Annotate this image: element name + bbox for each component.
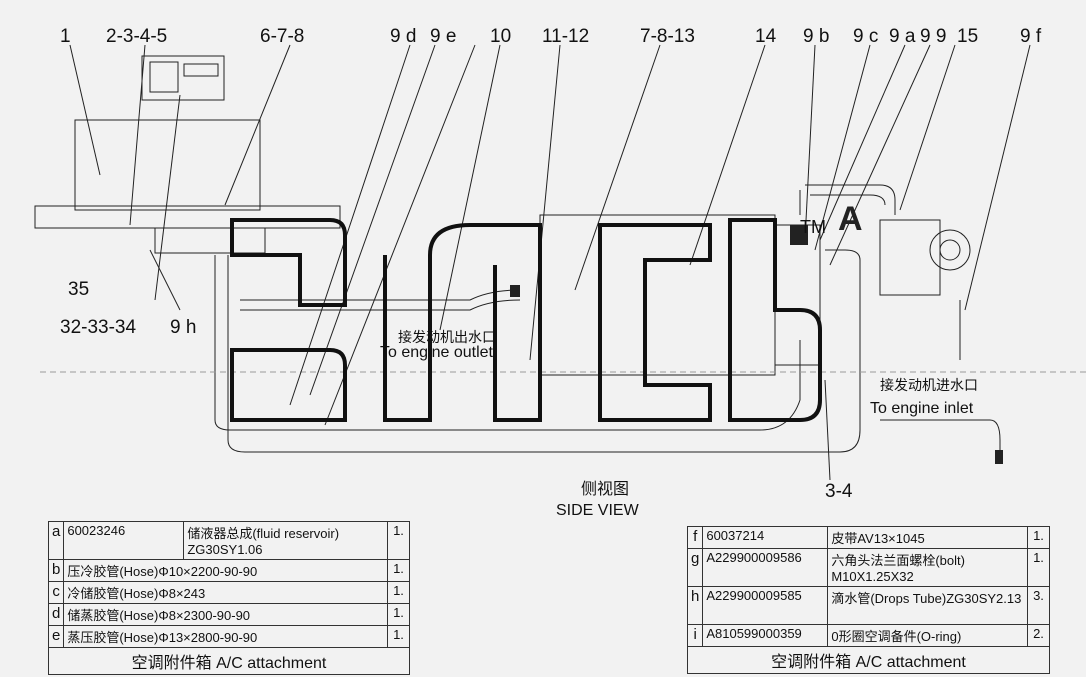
- table-row: a 60023246 储液器总成(fluid reservoir) ZG30SY…: [47, 521, 410, 560]
- row-qty: 1.: [387, 603, 410, 626]
- row-desc: 储液器总成(fluid reservoir) ZG30SY1.06: [183, 521, 388, 560]
- parts-table-left: a 60023246 储液器总成(fluid reservoir) ZG30SY…: [47, 521, 410, 675]
- row-key: h: [686, 586, 704, 625]
- callout-1: 1: [60, 26, 71, 47]
- row-code: 60023246: [63, 521, 185, 560]
- table-footer-label: 空调附件箱 A/C attachment: [48, 647, 410, 675]
- outlet-label-cn: 接发动机出水口: [398, 329, 496, 345]
- callout-2-3-4-5: 2-3-4-5: [106, 26, 168, 47]
- watermark-shape-1: [230, 218, 347, 307]
- row-qty: 1.: [387, 521, 410, 560]
- watermark-A: A: [838, 200, 863, 238]
- table-row: i A810599000359 0形圈空调备件(O-ring) 2.: [686, 624, 1050, 647]
- view-title-en: SIDE VIEW: [556, 502, 639, 519]
- table-footer: 空调附件箱 A/C attachment: [687, 646, 1050, 674]
- row-key: f: [686, 526, 704, 549]
- row-key: i: [686, 624, 704, 647]
- row-code: A229900009586: [702, 548, 829, 587]
- view-title-cn: 侧视图: [581, 481, 630, 498]
- watermark-shape-2: [383, 223, 542, 422]
- watermark-shape-4: [728, 218, 822, 422]
- callout-32-33-34: 32-33-34: [60, 317, 137, 338]
- callout-15: 15: [957, 26, 979, 47]
- callout-14: 14: [755, 26, 777, 47]
- row-qty: 1.: [1027, 548, 1050, 587]
- row-qty: 1.: [1027, 526, 1050, 549]
- row-key: e: [47, 625, 65, 648]
- row-desc: 0形圈空调备件(O-ring): [827, 624, 1028, 647]
- row-code: A810599000359: [702, 624, 829, 647]
- callout-9a: 9 a: [889, 26, 916, 47]
- table-footer: 空调附件箱 A/C attachment: [48, 647, 410, 675]
- row-key: b: [47, 559, 65, 582]
- row-desc: 储蒸胶管(Hose)Φ8×2300-90-90: [63, 603, 388, 626]
- row-code: A229900009585: [702, 586, 829, 625]
- table-row: h A229900009585 滴水管(Drops Tube)ZG30SY2.1…: [686, 586, 1050, 625]
- watermark-shape-3: [598, 223, 712, 422]
- callout-7-8-13: 7-8-13: [640, 26, 695, 47]
- mounting-plate: [34, 205, 341, 229]
- callout-9d: 9 d: [390, 26, 417, 47]
- row-qty: 3.: [1027, 586, 1050, 625]
- row-desc: 蒸压胶管(Hose)Φ13×2800-90-90: [63, 625, 388, 648]
- water-hose: [880, 419, 1001, 460]
- row-desc: 冷储胶管(Hose)Φ8×243: [63, 581, 388, 604]
- condenser-box: [539, 214, 776, 376]
- callout-9f: 9 f: [1020, 26, 1042, 47]
- row-key: d: [47, 603, 65, 626]
- row-key: a: [47, 521, 65, 560]
- inlet-label-cn: 接发动机进水口: [880, 377, 978, 393]
- row-key: g: [686, 548, 704, 587]
- row-desc: 六角头法兰面螺栓(bolt) M10X1.25X32: [827, 548, 1028, 587]
- row-qty: 2.: [1027, 624, 1050, 647]
- lower-housing: [154, 227, 266, 254]
- row-qty: 1.: [387, 581, 410, 604]
- parts-table-right: f 60037214 皮带AV13×1045 1. g A22990000958…: [686, 526, 1050, 674]
- row-qty: 1.: [387, 559, 410, 582]
- callout-9e: 9 e: [430, 26, 457, 47]
- table-row: d 储蒸胶管(Hose)Φ8×2300-90-90 1.: [47, 603, 410, 626]
- evaporator-unit: [74, 119, 261, 211]
- row-desc: 压冷胶管(Hose)Φ10×2200-90-90: [63, 559, 388, 582]
- outlet-label-en: To engine outlet: [380, 344, 493, 361]
- callout-6-7-8: 6-7-8: [260, 26, 305, 47]
- table-row: f 60037214 皮带AV13×1045 1.: [686, 526, 1050, 549]
- row-qty: 1.: [387, 625, 410, 648]
- callout-9c: 9 c: [853, 26, 879, 47]
- table-row: e 蒸压胶管(Hose)Φ13×2800-90-90 1.: [47, 625, 410, 648]
- hose-run-3: [240, 289, 521, 301]
- hose-run-2: [227, 249, 861, 453]
- callout-3-4: 3-4: [825, 481, 853, 502]
- row-desc: 滴水管(Drops Tube)ZG30SY2.13: [827, 586, 1028, 625]
- callout-9b: 9 b: [803, 26, 830, 47]
- row-code: 60037214: [702, 526, 829, 549]
- table-row: b 压冷胶管(Hose)Φ10×2200-90-90 1.: [47, 559, 410, 582]
- callout-9h: 9 h: [170, 317, 197, 338]
- table-footer-label: 空调附件箱 A/C attachment: [687, 646, 1050, 674]
- table-row: g A229900009586 六角头法兰面螺栓(bolt) M10X1.25X…: [686, 548, 1050, 587]
- callout-9-9: 9 9: [920, 26, 947, 47]
- compressor: [879, 219, 941, 296]
- inlet-label-en: To engine inlet: [870, 400, 974, 417]
- row-key: c: [47, 581, 65, 604]
- control-panel: [141, 55, 225, 101]
- callout-10: 10: [490, 26, 512, 47]
- callout-11-12: 11-12: [542, 26, 590, 47]
- hose-run-1: [214, 255, 801, 431]
- table-row: c 冷储胶管(Hose)Φ8×243 1.: [47, 581, 410, 604]
- watermark-tm: TM: [800, 217, 826, 237]
- row-desc: 皮带AV13×1045: [827, 526, 1028, 549]
- callout-35: 35: [68, 279, 90, 300]
